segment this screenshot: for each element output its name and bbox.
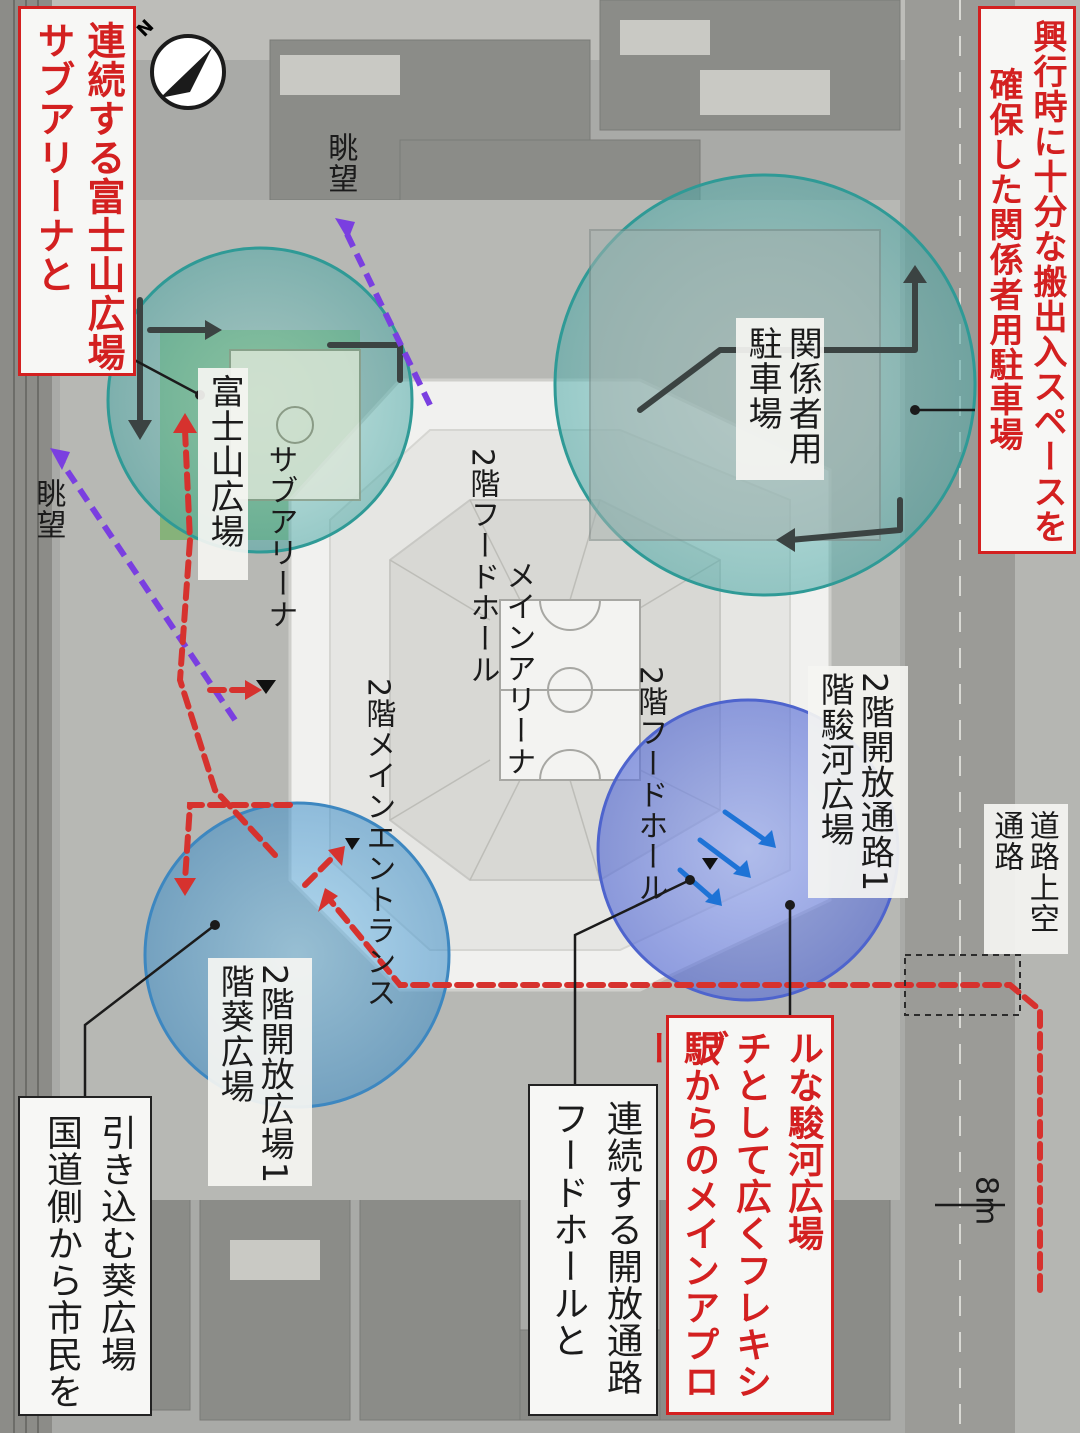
label-open-plaza-aoi-line1: 2階開放広場 — [254, 964, 295, 1162]
sign-open-passage-suruga: 2階開放通路1階駿河広場 — [808, 666, 908, 898]
label-main-entrance-line1: 2階メイン — [360, 678, 396, 823]
callout-loading-parking: 興行時に十分な搬出入スペースを 確保した関係者用駐車場 — [978, 6, 1076, 554]
sign-fujisan-plaza: 富士山広場 — [198, 368, 248, 580]
callout-food-hall-passage-line1: フードホールと — [547, 1100, 588, 1359]
label-parking-line2: 駐車場 — [742, 326, 783, 431]
callout-aoi-plaza-line1: 国道側から市民を — [41, 1114, 82, 1410]
callout-aoi-plaza-line2: 引き込む葵広場 — [95, 1114, 136, 1373]
label-parking-line1: 関係者用 — [782, 326, 823, 466]
label-food-hall-bottom-line2: フードホール — [632, 717, 668, 904]
callout-sub-arena-fuji: サブアリーナと 連続する富士山広場 — [18, 6, 136, 376]
sign-open-plaza-aoi: 2階開放広場1階葵広場 — [208, 958, 312, 1186]
label-main-entrance: 2階メインエントランス — [360, 678, 395, 1008]
label-main-arena: メインアリーナ — [500, 560, 536, 777]
label-food-hall-top-line2: フードホール — [464, 499, 500, 686]
callout-suruga-plaza-line2: チとして広くフレキシブ — [687, 1030, 771, 1400]
callout-sub-arena-fuji-line1: サブアリーナと — [31, 21, 75, 294]
callout-loading-parking-line2: 確保した関係者用駐車場 — [983, 67, 1023, 452]
label-open-passage-suruga-line1: 2階開放通路 — [854, 672, 895, 870]
label-open-passage-suruga-line2: 1階駿河広場 — [814, 672, 895, 893]
callout-aoi-plaza: 国道側から市民を 引き込む葵広場 — [18, 1096, 152, 1416]
label-fujisan-plaza: 富士山広場 — [204, 374, 245, 549]
label-open-passage-suruga: 2階開放通路1階駿河広場 — [814, 672, 894, 898]
callout-food-hall-passage: フードホールと 連続する開放通路 — [528, 1084, 658, 1416]
label-road-aerial-line1: 道路上空 — [1023, 810, 1059, 934]
label-main-entrance-line2: エントランス — [360, 822, 396, 1009]
label-food-hall-top: 2階フードホール — [464, 448, 499, 685]
callout-sub-arena-fuji-line2: 連続する富士山広場 — [81, 21, 125, 372]
callout-suruga-plaza-line1: 駅からのメインアプロー — [635, 1030, 719, 1400]
label-food-hall-bottom-line1: 2階 — [632, 666, 668, 718]
callout-loading-parking-line1: 興行時に十分な搬出入スペースを — [1027, 19, 1067, 544]
label-parking: 関係者用駐車場 — [742, 326, 822, 480]
label-view-left: 眺望 — [30, 478, 66, 540]
label-food-hall-top-line1: 2階 — [464, 448, 500, 500]
label-sub-arena-line2: アリーナ — [262, 506, 298, 630]
callout-food-hall-passage-line2: 連続する開放通路 — [601, 1100, 642, 1396]
sign-parking: 関係者用駐車場 — [736, 318, 824, 480]
callout-suruga-plaza-line3: ルな駿河広場 — [782, 1030, 823, 1252]
label-road-aerial-line2: 通路 — [988, 810, 1024, 872]
label-road-aerial: 道路上空通路 — [988, 810, 1059, 954]
compass-rose — [150, 34, 226, 110]
label-open-plaza-aoi: 2階開放広場1階葵広場 — [214, 964, 294, 1186]
sign-road-aerial: 道路上空通路 — [984, 804, 1068, 954]
label-food-hall-bottom: 2階フードホール — [632, 666, 667, 903]
label-sub-arena-line1: サブ — [262, 444, 298, 506]
label-view-right: 眺望 — [322, 132, 358, 194]
callout-suruga-plaza: 駅からのメインアプロー チとして広くフレキシブ ルな駿河広場 — [636, 1015, 834, 1415]
label-road-width: 8m — [968, 1176, 1004, 1227]
label-open-plaza-aoi-line2: 1階葵広場 — [214, 964, 295, 1185]
label-sub-arena: サブアリーナ — [262, 444, 297, 630]
